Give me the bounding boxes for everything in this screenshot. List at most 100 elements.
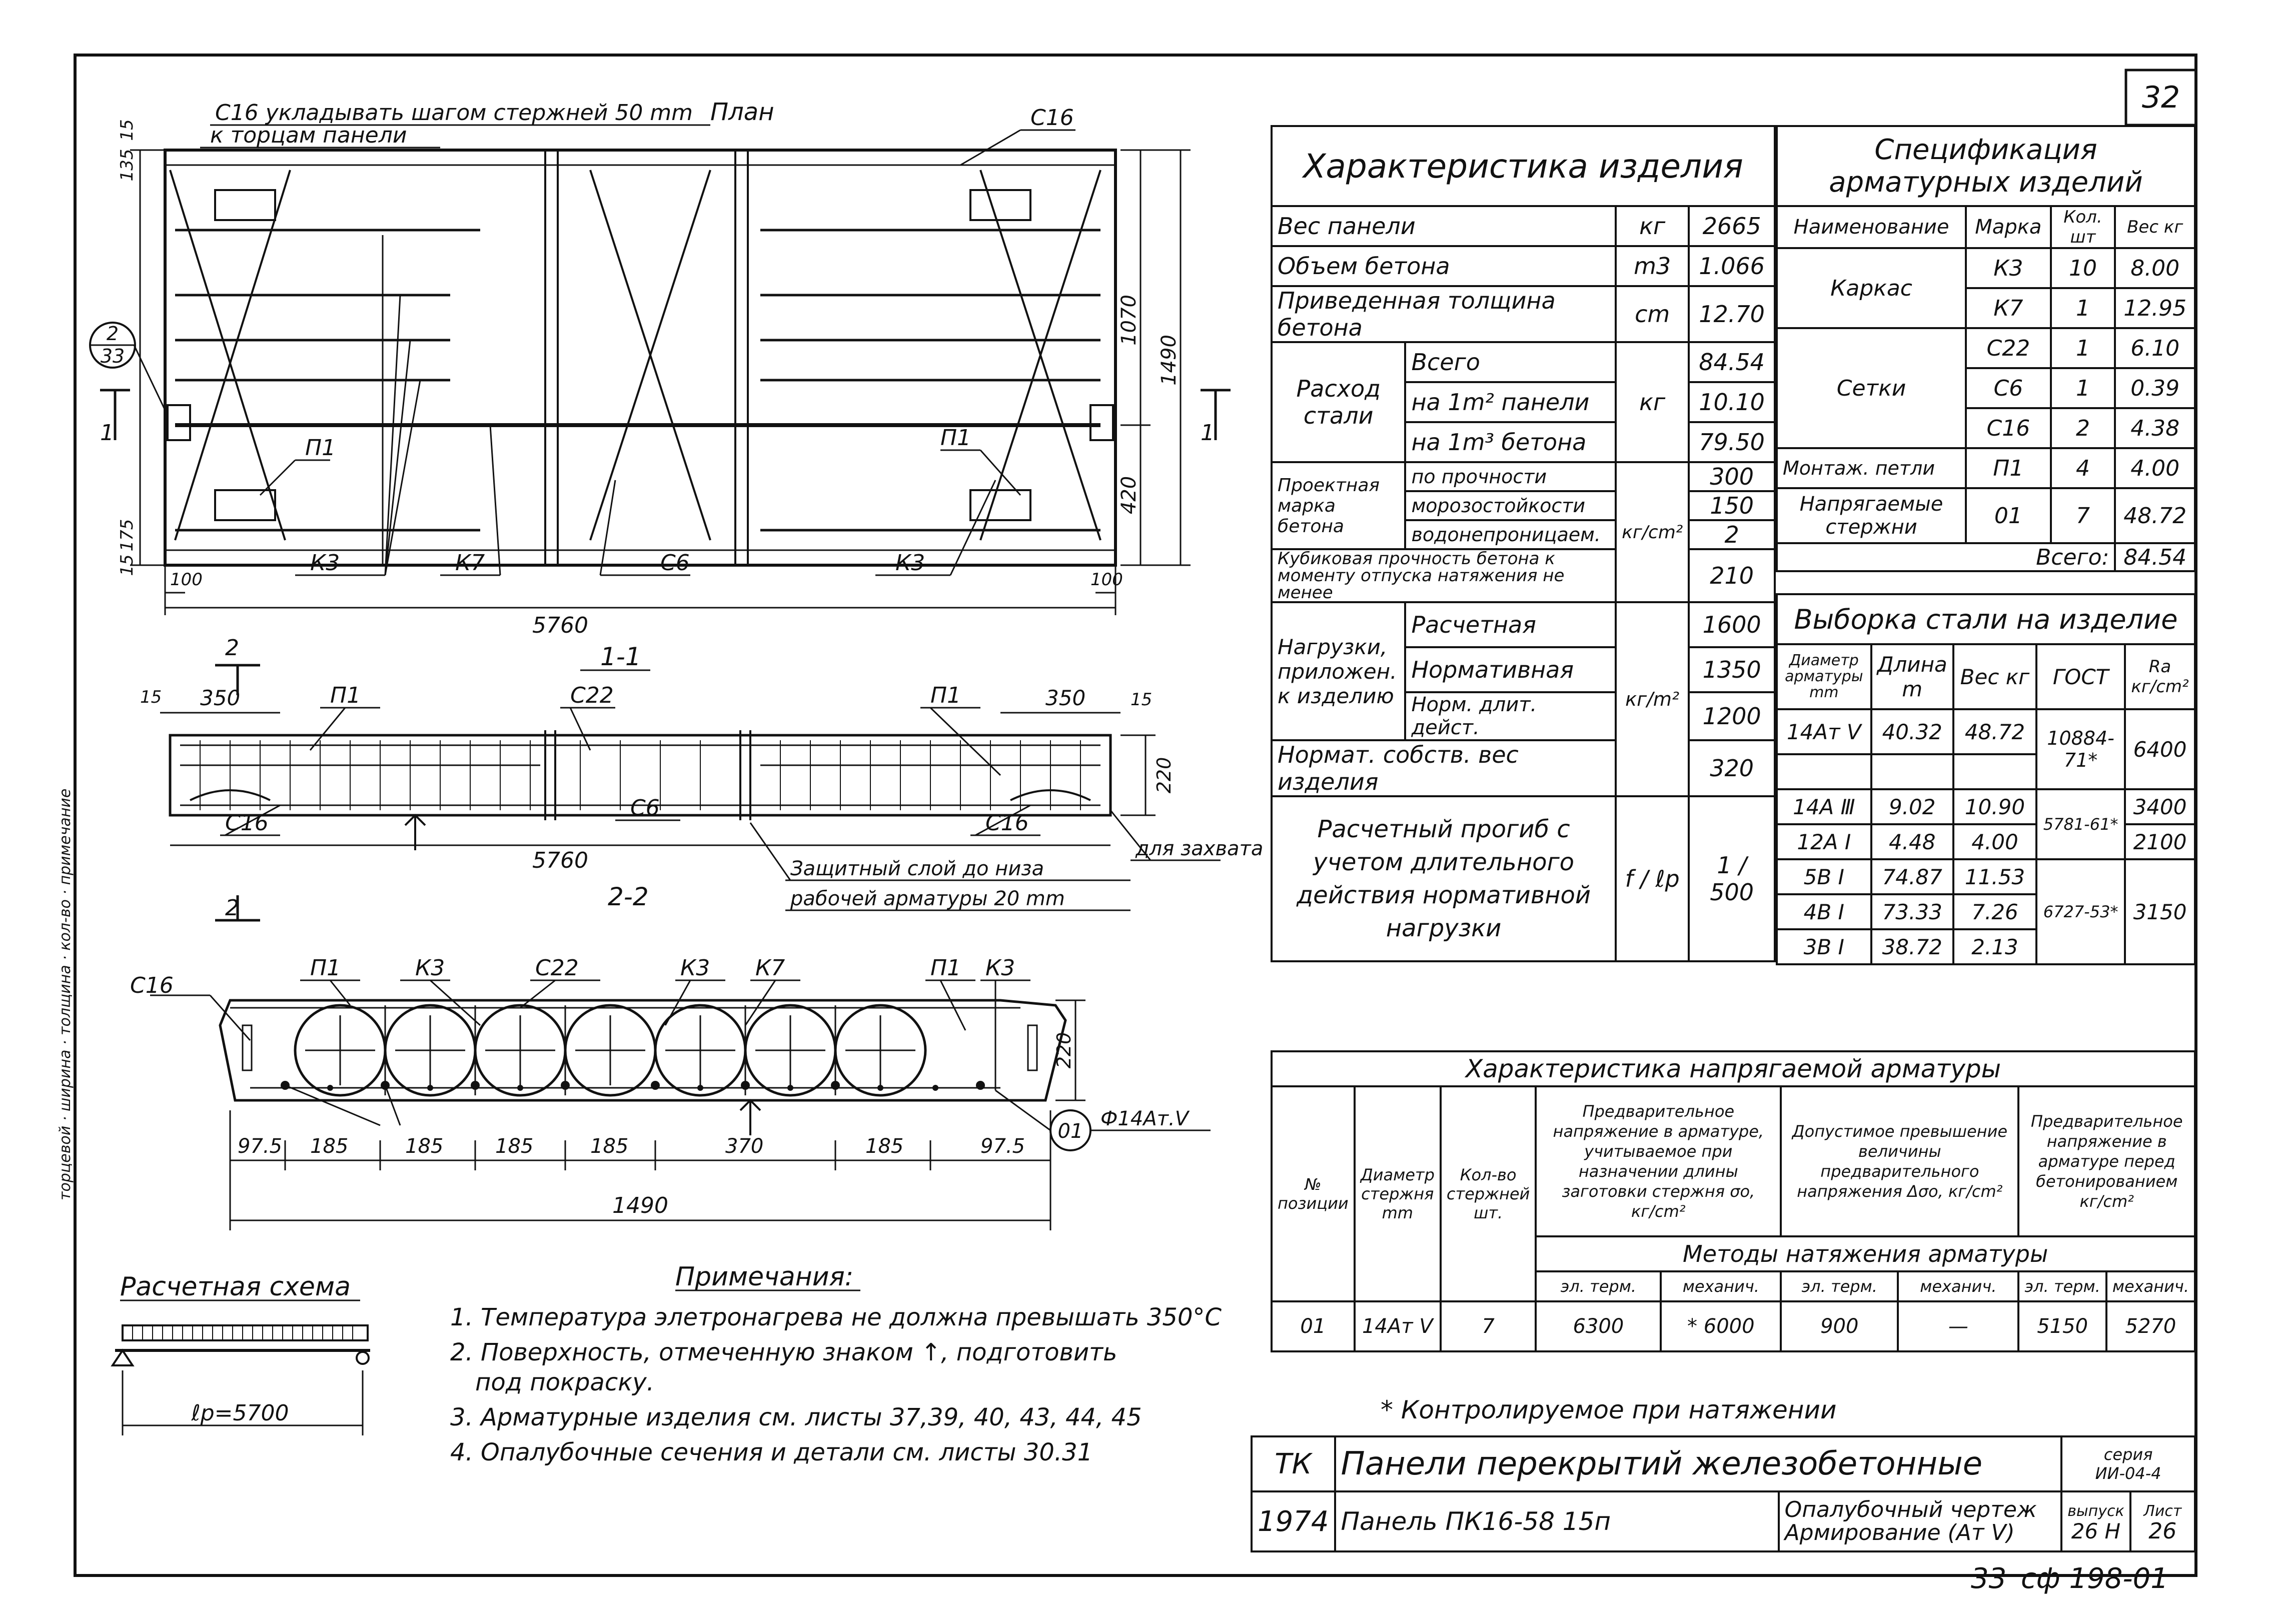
- steel-cell: 11.53: [1952, 858, 2038, 895]
- char-volume-label: Объем бетона: [1270, 245, 1617, 287]
- section11-outline: [169, 734, 1112, 817]
- steel-cell: 40.32: [1870, 708, 1954, 755]
- plan-dim-1070: 1070: [1117, 295, 1141, 346]
- prestress-header-mech-3: механич.: [2105, 1270, 2196, 1302]
- side-stamp: торцевой · ширина · толщина · кол-во · п…: [57, 789, 74, 1200]
- char-steel-m3-value: 79.50: [1688, 421, 1776, 463]
- section22-dim-7: 185: [865, 1135, 903, 1158]
- steel-cell: 14Ат Ⅴ: [1776, 708, 1872, 755]
- spec-cell: 10: [2049, 247, 2116, 289]
- spec-cell: 6.10: [2114, 327, 2196, 369]
- steel-header-ra: Ra кг/cm²: [2124, 643, 2196, 710]
- section-mark-1-left: 1: [100, 420, 114, 446]
- steel-cell: 4.48: [1870, 823, 1954, 860]
- prestress-header-delta: Допустимое превышение величины предварит…: [1780, 1085, 2020, 1237]
- section11-label-p1-left: П1: [330, 683, 361, 708]
- footer-right-number: сф 198-01: [2021, 1562, 2168, 1595]
- spec-cell: 1: [2049, 287, 2116, 329]
- prestress-header-mech-2: механич.: [1897, 1270, 2020, 1302]
- section22-title: 2-2: [608, 882, 649, 911]
- steel-cell: 38.72: [1870, 928, 1954, 965]
- prestress-header-sigma: Предварительное напряжение в арматуре, у…: [1535, 1085, 1782, 1237]
- plan-label-k3-right: К3: [895, 550, 925, 576]
- scheme-span: ℓр=5700: [191, 1400, 289, 1426]
- spec-cell: 12.95: [2114, 287, 2196, 329]
- char-steel-unit: кг: [1615, 341, 1690, 463]
- char-load-long-label: Норм. длит. дейст.: [1404, 691, 1617, 741]
- prestress-cell: 900: [1780, 1300, 1899, 1352]
- prestress-cell: 7: [1439, 1300, 1537, 1352]
- char-weight-unit: кг: [1615, 205, 1690, 247]
- char-load-long-value: 1200: [1688, 691, 1776, 741]
- notes: Примечания: 1. Температура элетронагрева…: [450, 1262, 1222, 1466]
- char-steel-m2-label: на 1m² панели: [1404, 381, 1617, 423]
- spec-cell: С22: [1965, 327, 2052, 369]
- spec-cell: 2: [2049, 407, 2116, 449]
- prestress-cell: 5270: [2105, 1300, 2196, 1352]
- prestress-cell: 01: [1271, 1300, 1356, 1352]
- plan-label-c6: С6: [660, 550, 690, 576]
- sheet-number-box: [2124, 69, 2197, 127]
- char-grade-unit: кг/cm²: [1615, 461, 1690, 603]
- steel-cell: 5781-61*: [2035, 788, 2126, 860]
- steel-cell: 10.90: [1952, 788, 2038, 825]
- char-steel-total-label: Всего: [1404, 341, 1617, 383]
- spec-header-qty: Кол. шт: [2049, 205, 2116, 249]
- section22-dim-8: 97.5: [980, 1135, 1025, 1158]
- section11-mark-top: 2: [225, 635, 239, 661]
- note-2b: под покраску.: [475, 1368, 654, 1396]
- plan-outline: [164, 149, 1117, 567]
- char-thickness-unit: cm: [1615, 285, 1690, 343]
- spec-cell: К7: [1965, 287, 2052, 329]
- section11-title: 1-1: [600, 642, 641, 671]
- title-drawing-2: Армирование (Ат Ⅴ): [1784, 1520, 2015, 1545]
- plan-title: План: [710, 98, 774, 126]
- section-1-1: 1-1 2: [140, 635, 1263, 922]
- section-mark-1-right: 1: [1201, 420, 1215, 446]
- spec-header-name: Наименование: [1775, 205, 1967, 249]
- spec-cell: П1: [1965, 447, 2052, 489]
- title-series-label: серия: [2103, 1445, 2153, 1464]
- plan-bars-right: [760, 229, 1100, 532]
- rebar-tag-text: Ф14Ат.Ⅴ: [1100, 1107, 1190, 1130]
- steel-cell: 10884-71*: [2035, 708, 2126, 790]
- plan-note-2: к торцам панели: [210, 123, 407, 148]
- spec-group-loops: Монтаж. петли: [1775, 447, 1967, 489]
- spec-total-label: Всего:: [1775, 542, 2116, 572]
- plan-dim-e1: 100: [170, 570, 203, 590]
- steel-header-weight: Вес кг: [1952, 643, 2038, 710]
- section11-dim-15-left: 15: [140, 687, 162, 707]
- section11-dim-15-right: 15: [1130, 690, 1152, 710]
- plan-dim-length: 5760: [532, 613, 588, 638]
- prestress-cell: —: [1897, 1300, 2020, 1352]
- section22-dim-3: 185: [405, 1135, 443, 1158]
- spec-cell: 4: [2049, 447, 2116, 489]
- char-steel-m3-label: на 1m³ бетона: [1404, 421, 1617, 463]
- steel-cell: 2.13: [1952, 928, 2038, 965]
- char-deflection-label: Расчетный прогиб с учетом длительного де…: [1270, 795, 1617, 962]
- char-grade-frost-value: 150: [1688, 490, 1776, 521]
- prestress-header-qty: Кол-во стержней шт.: [1439, 1085, 1537, 1302]
- char-loads-unit: кг/m²: [1615, 601, 1690, 797]
- title-panel: Панель ПК16-58 15п: [1334, 1490, 1780, 1552]
- char-loads-label: Нагрузки, приложен. к изделию: [1270, 601, 1407, 741]
- char-grade-water-value: 2: [1688, 519, 1776, 550]
- plan-dim-e2: 100: [1090, 570, 1123, 590]
- title-sheet-label: Лист: [2143, 1502, 2182, 1520]
- section22-label-k3-a: К3: [415, 955, 445, 981]
- char-grade-strength-label: по прочности: [1404, 461, 1617, 492]
- callout-top: 2: [107, 323, 119, 345]
- section22-dim-1: 97.5: [238, 1135, 282, 1158]
- title-year: 1974: [1251, 1490, 1336, 1552]
- plan-dim-175: 175: [117, 519, 137, 552]
- prestress-cell: 5150: [2017, 1300, 2107, 1352]
- section22-label-p1-left: П1: [310, 955, 341, 981]
- char-weight-label: Вес панели: [1270, 205, 1617, 247]
- plan-dim-15b: 15: [117, 554, 137, 576]
- steel-cell: 6400: [2124, 708, 2196, 790]
- char-load-calc-label: Расчетная: [1404, 601, 1617, 648]
- title-series: ИИ-04-4: [2095, 1464, 2161, 1483]
- char-steel-label: Расход стали: [1270, 341, 1407, 463]
- char-grade-frost-label: морозостойкости: [1404, 490, 1617, 521]
- section22-dim-total: 1490: [612, 1193, 668, 1218]
